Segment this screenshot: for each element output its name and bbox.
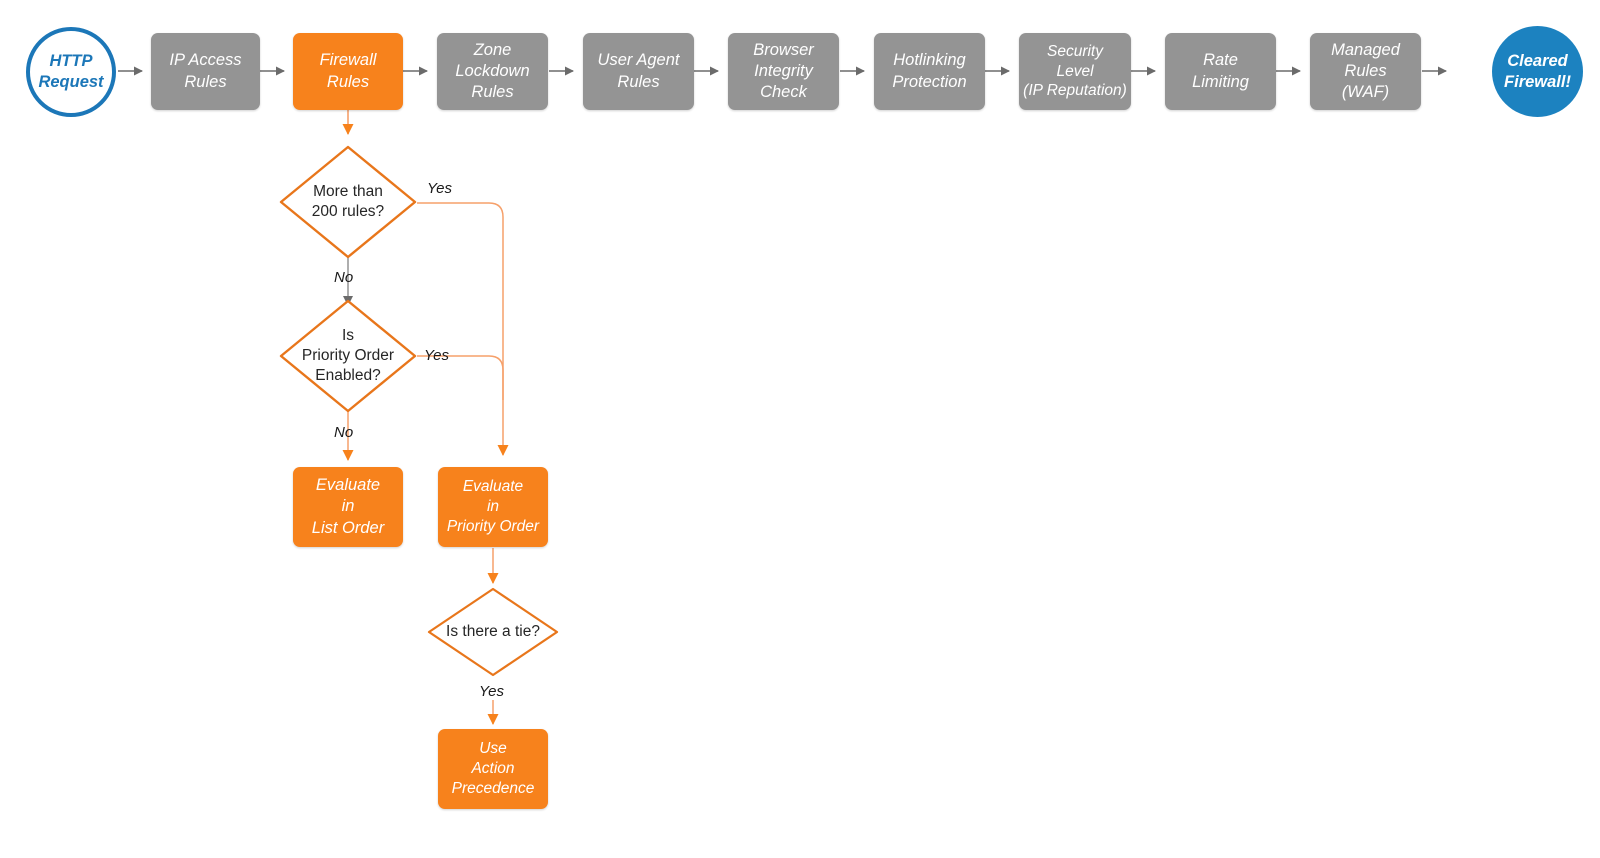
user-agent-line1: User Agent (597, 51, 680, 70)
node-zone-lockdown-rules[interactable]: Zone Lockdown Rules (437, 33, 548, 110)
managed-rules-line1: Managed (1331, 40, 1400, 59)
decision-is-there-a-tie[interactable]: Is there a tie? (426, 586, 560, 678)
edge-label-decision1-yes: Yes (427, 180, 453, 197)
diamond-shape (427, 587, 559, 677)
node-user-agent-rules[interactable]: User Agent Rules (583, 33, 694, 110)
zone-lockdown-line2: Lockdown (455, 61, 530, 80)
node-ip-access-rules[interactable]: IP Access Rules (151, 33, 260, 110)
node-http-request[interactable]: HTTP Request (26, 27, 116, 117)
evaluate-priority-line1: Evaluate (462, 478, 524, 496)
node-browser-integrity-check[interactable]: Browser Integrity Check (728, 33, 839, 110)
user-agent-line2: Rules (617, 72, 660, 91)
http-request-line1: HTTP (49, 52, 93, 71)
evaluate-list-line1: Evaluate (315, 476, 381, 495)
decision2-line2: Priority Order (301, 346, 395, 364)
zone-lockdown-line3: Rules (471, 83, 514, 102)
edge-label-decision2-no: No (334, 424, 354, 441)
decision-is-priority-order-enabled[interactable]: Is Priority Order Enabled? (278, 298, 418, 414)
decision2-label: Is Priority Order Enabled? (278, 298, 418, 414)
evaluate-priority-line3: Priority Order (446, 517, 540, 535)
http-request-line2: Request (38, 73, 104, 91)
node-rate-limiting[interactable]: Rate Limiting (1165, 33, 1276, 110)
node-evaluate-in-list-order[interactable]: Evaluate in List Order (293, 467, 403, 547)
security-level-line3: (IP Reputation) (1023, 82, 1127, 100)
evaluate-list-line3: List Order (311, 518, 385, 537)
decision1-line1: More than (313, 182, 383, 200)
hotlinking-line2: Protection (892, 72, 967, 91)
node-security-level[interactable]: Security Level (IP Reputation) (1019, 33, 1131, 110)
decision-more-than-200-rules[interactable]: More than 200 rules? (278, 144, 418, 260)
decision1-line2: 200 rules? (311, 203, 385, 220)
decision3-line1: Is there a tie? (446, 622, 540, 640)
node-hotlinking-protection[interactable]: Hotlinking Protection (874, 33, 985, 110)
browser-integrity-line3: Check (760, 83, 807, 102)
node-cleared-firewall[interactable]: Cleared Firewall! (1492, 26, 1583, 117)
use-action-line2: Action (471, 760, 515, 778)
security-level-line1: Security (1046, 42, 1103, 60)
edge-label-decision1-no: No (334, 269, 354, 286)
edge-decision1-yes (417, 202, 509, 456)
managed-rules-line3: (WAF) (1341, 83, 1390, 102)
decision1-label: More than 200 rules? (278, 144, 418, 260)
managed-rules-line2: Rules (1344, 61, 1387, 80)
diamond-shape (279, 299, 417, 413)
diamond-shape (279, 145, 417, 259)
rate-limiting-line2: Limiting (1192, 72, 1249, 91)
zone-lockdown-line1: Zone (473, 40, 512, 59)
evaluate-priority-line2: in (486, 498, 500, 516)
node-use-action-precedence[interactable]: Use Action Precedence (438, 729, 548, 809)
decision3-label: Is there a tie? (426, 586, 560, 678)
security-level-line2: Level (1056, 62, 1094, 80)
use-action-line3: Precedence (451, 779, 535, 797)
decision2-line1: Is (341, 326, 355, 344)
evaluate-list-line2: in (341, 497, 355, 516)
cleared-firewall-line2: Firewall! (1504, 72, 1571, 91)
node-firewall-rules[interactable]: Firewall Rules (293, 33, 403, 110)
hotlinking-line1: Hotlinking (893, 51, 966, 70)
browser-integrity-line2: Integrity (754, 61, 813, 80)
rate-limiting-line1: Rate (1203, 51, 1238, 70)
edge-label-decision2-yes: Yes (424, 347, 450, 364)
firewall-rules-line1: Firewall (319, 51, 377, 70)
cleared-firewall-line1: Cleared (1507, 51, 1568, 70)
firewall-rules-line2: Rules (326, 72, 370, 91)
browser-integrity-line1: Browser (753, 40, 814, 59)
ip-access-rules-line2: Rules (184, 72, 227, 91)
node-evaluate-in-priority-order[interactable]: Evaluate in Priority Order (438, 467, 548, 547)
decision2-line3: Enabled? (315, 367, 381, 385)
use-action-line1: Use (479, 740, 507, 758)
ip-access-rules-line1: IP Access (169, 51, 242, 70)
edge-label-tie-yes: Yes (479, 683, 505, 700)
node-managed-rules-waf[interactable]: Managed Rules (WAF) (1310, 33, 1421, 110)
